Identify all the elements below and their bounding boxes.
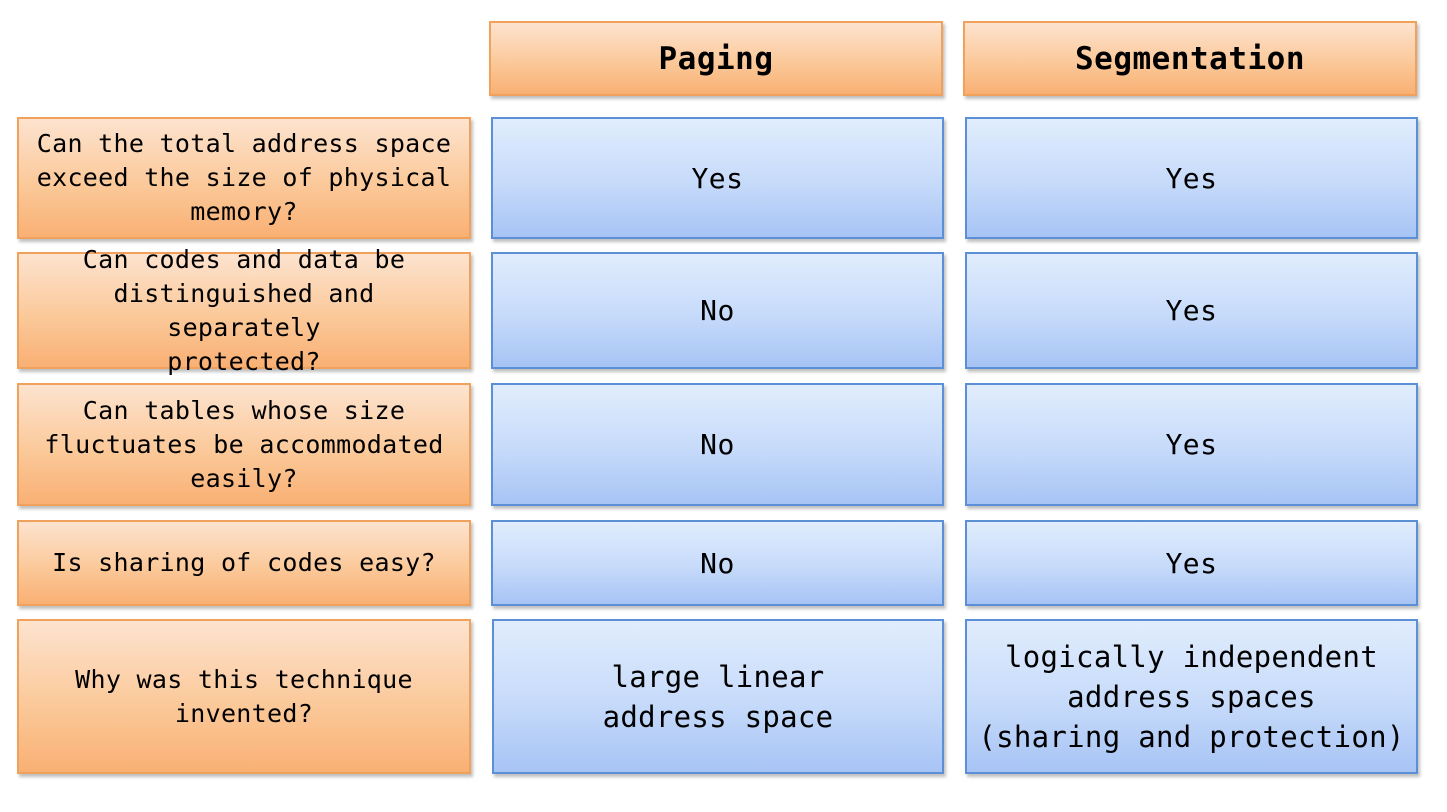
header-paging: Paging [489, 21, 943, 96]
paging-answer-why-invented: large linear address space [492, 619, 944, 774]
segmentation-answer-why-invented: logically independent address spaces (sh… [965, 619, 1418, 774]
header-segmentation-label: Segmentation [1075, 40, 1305, 77]
answer-label: large linear address space [602, 659, 834, 734]
question-label: Can the total address space exceed the s… [36, 129, 452, 226]
answer-label: Yes [1165, 161, 1218, 195]
segmentation-answer-address-space: Yes [965, 117, 1418, 239]
paging-answer-code-data: No [491, 252, 944, 369]
paging-answer-tables: No [491, 383, 944, 506]
question-cell-tables: Can tables whose size fluctuates be acco… [17, 383, 471, 506]
answer-label: No [700, 546, 735, 580]
answer-label: Yes [1165, 294, 1218, 327]
answer-label: No [700, 428, 735, 461]
segmentation-answer-sharing: Yes [965, 520, 1418, 606]
answer-label: No [700, 294, 735, 327]
paging-answer-sharing: No [491, 520, 944, 606]
segmentation-answer-code-data: Yes [965, 252, 1418, 369]
answer-label: logically independent address spaces (sh… [978, 639, 1405, 754]
answer-label: Yes [1165, 546, 1218, 580]
question-cell-address-space: Can the total address space exceed the s… [17, 117, 471, 239]
question-label: Is sharing of codes easy? [52, 548, 436, 577]
question-label: Can tables whose size fluctuates be acco… [44, 395, 444, 493]
header-segmentation: Segmentation [963, 21, 1417, 96]
answer-label: Yes [1165, 428, 1218, 461]
question-cell-code-data: Can codes and data be distinguished and … [17, 245, 471, 376]
question-label: Why was this technique invented? [75, 664, 413, 728]
question-cell-sharing: Is sharing of codes easy? [17, 520, 471, 606]
paging-answer-address-space: Yes [491, 117, 944, 239]
segmentation-answer-tables: Yes [965, 383, 1418, 506]
answer-label: Yes [691, 161, 744, 195]
question-label: Can codes and data be distinguished and … [82, 244, 406, 376]
header-paging-label: Paging [658, 40, 774, 77]
question-cell-why-invented: Why was this technique invented? [17, 619, 471, 774]
